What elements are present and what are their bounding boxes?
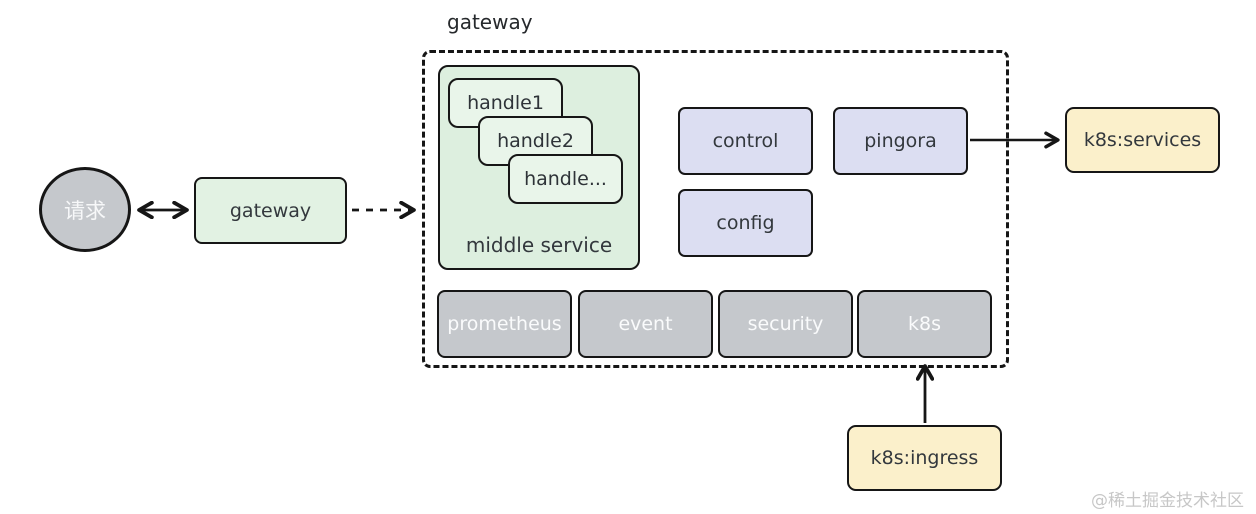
plugin-k8s: k8s — [857, 290, 992, 358]
plugin-event: event — [578, 290, 713, 358]
control-label: control — [712, 130, 779, 152]
plugin-security: security — [718, 290, 853, 358]
gateway-container — [422, 50, 1009, 368]
config-node: config — [678, 189, 813, 257]
k8s-services-label: k8s:services — [1083, 129, 1202, 151]
plugin-prometheus: prometheus — [437, 290, 572, 358]
plugin-prometheus-label: prometheus — [447, 313, 562, 335]
handle-3-label: handle... — [524, 168, 607, 190]
handle-1-label: handle1 — [467, 92, 544, 114]
pingora-node: pingora — [833, 107, 968, 175]
request-node: 请求 — [39, 167, 131, 252]
k8s-ingress-label: k8s:ingress — [870, 447, 979, 469]
k8s-ingress-node: k8s:ingress — [847, 425, 1002, 491]
plugin-event-label: event — [618, 313, 673, 335]
gateway-container-label: gateway — [447, 10, 533, 34]
control-node: control — [678, 107, 813, 175]
request-label: 请求 — [64, 198, 106, 223]
pingora-label: pingora — [864, 130, 937, 152]
plugin-security-label: security — [747, 313, 824, 335]
handle-2-label: handle2 — [497, 130, 574, 152]
watermark: @稀土掘金技术社区 — [1091, 491, 1244, 511]
handle-card-3: handle... — [508, 154, 623, 204]
gateway-node-label: gateway — [229, 199, 312, 222]
config-label: config — [716, 212, 775, 234]
gateway-node: gateway — [194, 177, 347, 244]
k8s-services-node: k8s:services — [1065, 107, 1220, 173]
middle-service-label: middle service — [465, 233, 613, 257]
plugin-k8s-label: k8s — [908, 313, 941, 335]
